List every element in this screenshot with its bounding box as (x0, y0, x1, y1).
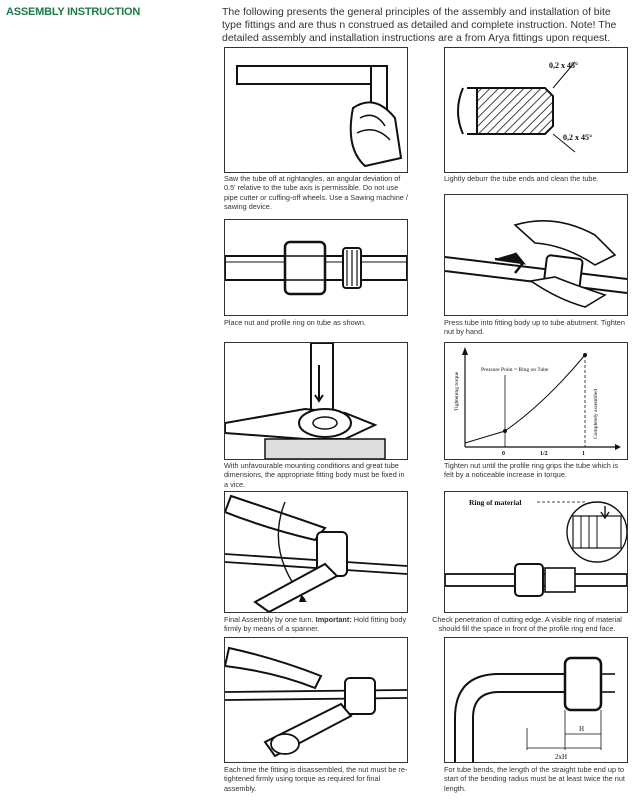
step-2-caption: Lightly deburr the tube ends and clean t… (444, 174, 599, 183)
step-7-illustration (224, 491, 408, 613)
step-5-illustration (224, 342, 408, 460)
step-6-caption: Tighten nut until the profile ring grips… (444, 461, 619, 480)
step-1-caption: Saw the tube off at rightangles, an angu… (224, 174, 408, 212)
chamfer-label-bottom: 0,2 x 45° (563, 133, 592, 142)
chamfer-label-top: 0,2 x 45° (549, 61, 578, 70)
step-3-illustration (224, 219, 408, 316)
step-7-caption: Final Assembly by one turn. Important: H… (224, 615, 407, 634)
tick-half: 1/2 (540, 451, 548, 457)
step-4-illustration (444, 194, 628, 316)
pressure-point-label: Pressure Point = Ring on Tube (481, 367, 549, 373)
section-heading: ASSEMBLY INSTRUCTION (6, 6, 141, 18)
intro-paragraph: The following presents the general princ… (222, 6, 617, 44)
step-10-illustration: H 2xH (444, 637, 628, 763)
step-4-caption: Press tube into fitting body up to tube … (444, 318, 625, 337)
graph-y-label: Tightening torque (454, 371, 460, 411)
step-2-illustration: 0,2 x 45° 0,2 x 45° (444, 47, 628, 173)
h-label: H (579, 725, 584, 733)
step-10-caption: For tube bends, the length of the straig… (444, 765, 625, 793)
step-5-caption: With unfavourable mounting conditions an… (224, 461, 405, 489)
tick-0: 0 (502, 451, 505, 457)
tick-1: 1 (582, 451, 585, 457)
ring-of-material-label: Ring of material (469, 498, 522, 507)
step-9-caption: Each time the fitting is disassembled, t… (224, 765, 408, 793)
2xh-label: 2xH (555, 753, 567, 761)
step-8-caption: Check penetration of cutting edge. A vis… (432, 615, 622, 634)
step-9-illustration (224, 637, 408, 763)
step-1-illustration (224, 47, 408, 173)
step-8-illustration: Ring of material (444, 491, 628, 613)
assembled-label: Completely assembled (593, 389, 599, 439)
step-3-caption: Place nut and profile ring on tube as sh… (224, 318, 366, 327)
step-6-torque-graph: Tightening torque Pressure Point = Ring … (444, 342, 628, 460)
